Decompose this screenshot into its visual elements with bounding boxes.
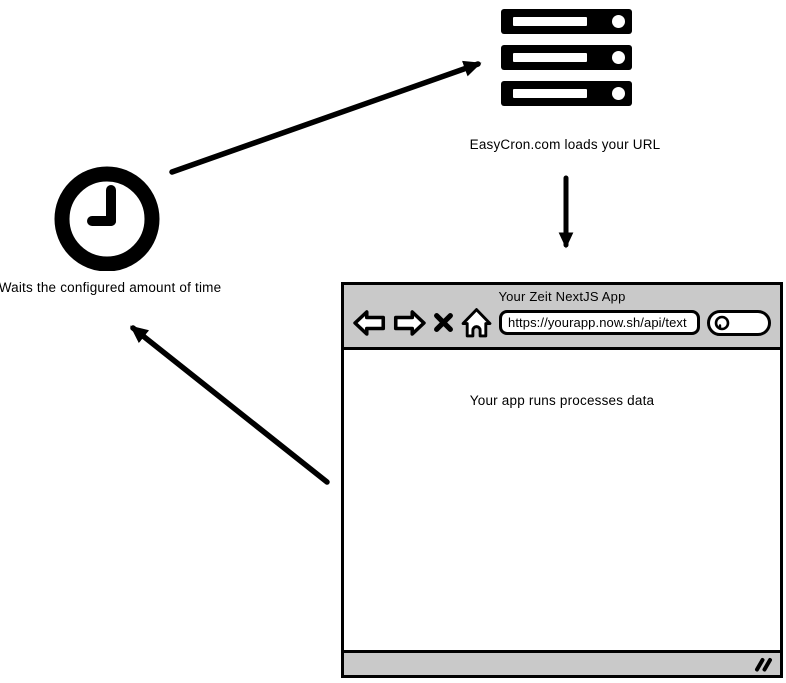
- search-icon: [714, 315, 730, 330]
- server-bar: [501, 9, 632, 34]
- back-icon[interactable]: [353, 309, 386, 337]
- server-bar: [501, 45, 632, 70]
- wait-label: Waits the configured amount of time: [0, 280, 222, 295]
- status-bar: [344, 650, 780, 675]
- server-led: [612, 51, 625, 64]
- browser-window: Your Zeit NextJS App: [341, 282, 783, 678]
- server-bar: [501, 81, 632, 106]
- browser-toolbar: [353, 307, 771, 338]
- window-title: Your Zeit NextJS App: [498, 289, 626, 304]
- clock-icon: [54, 166, 160, 271]
- server-slot: [513, 89, 587, 98]
- server-led: [612, 87, 625, 100]
- search-box[interactable]: [707, 309, 771, 336]
- easycron-label: EasyCron.com loads your URL: [469, 137, 661, 152]
- arrow-clock-to-server: [169, 60, 482, 175]
- server-slot: [513, 17, 587, 26]
- server-icon: [501, 9, 632, 106]
- content-text: Your app runs processes data: [469, 393, 655, 408]
- browser-content: Your app runs processes data: [344, 350, 780, 648]
- forward-icon[interactable]: [393, 309, 426, 337]
- close-icon[interactable]: [433, 312, 454, 333]
- resize-handle-icon[interactable]: [752, 656, 774, 674]
- server-led: [612, 15, 625, 28]
- server-slot: [513, 53, 587, 62]
- browser-header: Your Zeit NextJS App: [344, 285, 780, 350]
- home-icon[interactable]: [461, 307, 492, 338]
- url-input[interactable]: [499, 310, 700, 335]
- arrow-app-to-clock: [130, 325, 330, 485]
